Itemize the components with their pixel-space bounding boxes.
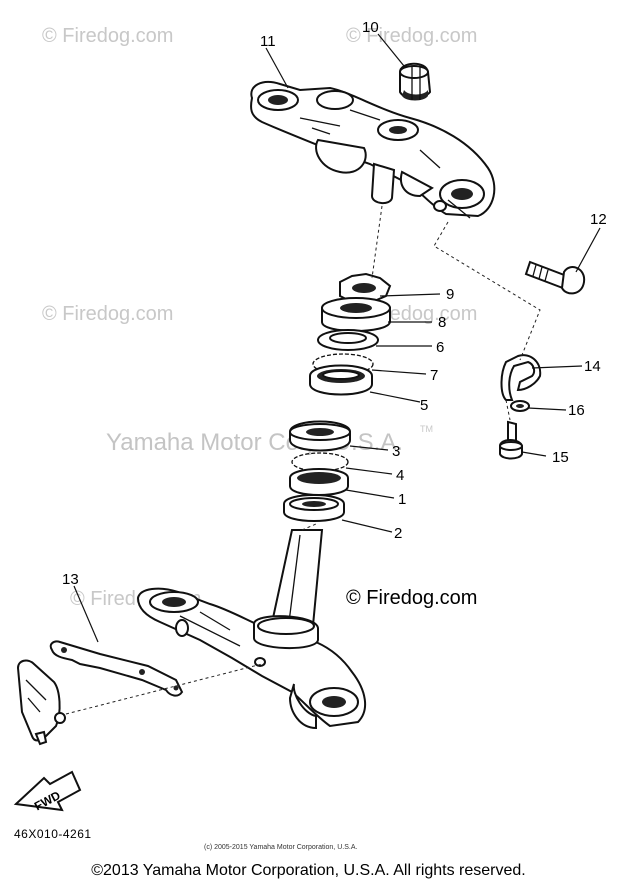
callout-5: 5 [420,397,428,414]
callout-16: 16 [568,402,585,419]
callout-15: 15 [552,449,569,466]
copyright-footer: ©2013 Yamaha Motor Corporation, U.S.A. A… [91,862,526,879]
watermark-mid-left: © Firedog.com [42,303,173,325]
fwd-arrow-icon: FWD [13,770,82,813]
callout-4: 4 [396,467,404,484]
watermark-top-right: © Firedog.com [346,25,477,47]
callout-8: 8 [438,314,446,331]
watermark-center: Yamaha Motor Corp. U.S.A. [106,429,403,456]
callout-11: 11 [260,33,276,50]
callout-labels: 11 10 12 9 8 6 7 5 3 4 1 2 14 16 15 13 [62,19,607,588]
callout-1: 1 [398,491,406,508]
firedog-logo: © Firedog.com [346,587,477,609]
assembly-lines [65,205,541,715]
part-15-screw [499,420,523,460]
part-6-cover [317,329,379,351]
callout-6: 6 [436,339,444,356]
lower-bracket-stem [136,529,367,730]
watermark-top-left: © Firedog.com [42,25,173,47]
callout-9: 9 [446,286,454,303]
hose-holder-part [16,659,66,746]
callout-10: 10 [362,19,379,36]
part-12-bolt [524,260,586,295]
part-10-cap-nut [399,62,432,101]
callout-7: 7 [430,367,438,384]
part-16-nut [510,400,530,412]
part-3-lower-race [289,420,351,452]
part-13-bracket [49,640,184,697]
callout-3: 3 [392,443,400,460]
diagram-code: 46X010-4261 [14,827,92,841]
part-14-clamp [500,354,542,401]
callout-14: 14 [584,358,601,375]
callout-12: 12 [590,211,607,228]
watermark-tm: TM [420,424,433,434]
part-1-lower-ring [289,468,349,496]
part-5-upper-race [309,364,373,396]
callout-2: 2 [394,525,402,542]
callout-13: 13 [62,571,79,588]
part-8-washer [321,297,391,332]
part-11-upper-bracket [250,80,496,219]
part-2-seal [283,494,345,522]
leader-lines [73,33,601,643]
credit-line: (c) 2005-2015 Yamaha Motor Corporation, … [204,844,357,851]
